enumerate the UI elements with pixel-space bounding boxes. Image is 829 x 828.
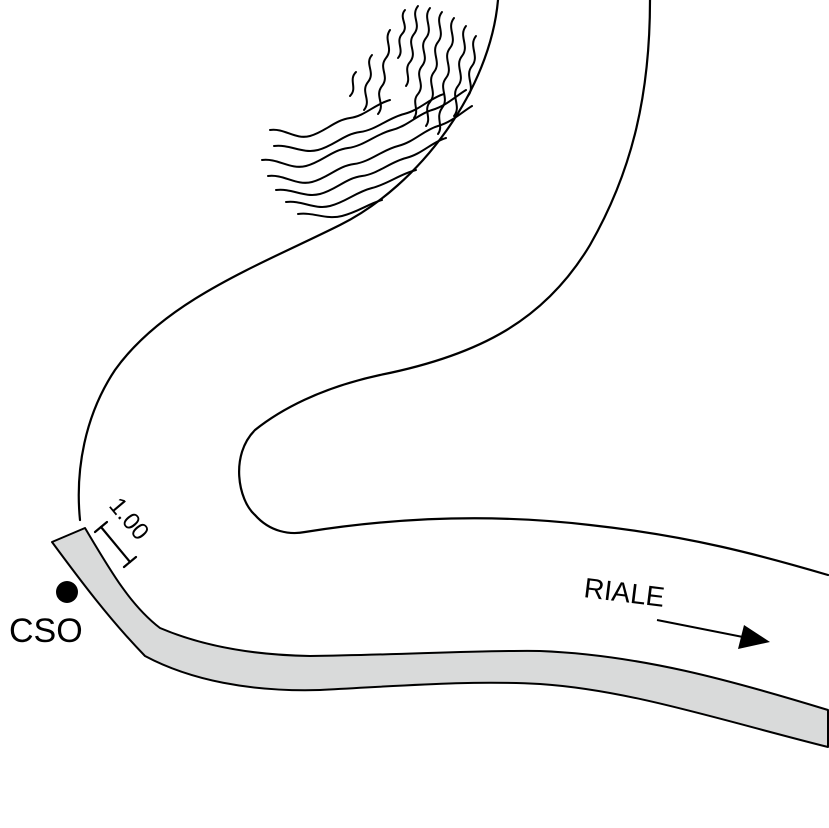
stream-inner-bank [238,0,829,577]
dimension-marker [93,520,138,569]
protected-bank-strip [51,527,829,748]
flow-direction-arrow-icon [656,619,770,649]
stream-label: RIALE [582,572,666,613]
stream-outer-bank [77,0,500,522]
outfall-point-icon [56,581,78,603]
outfall-label: CSO [9,612,83,650]
vegetation-hatch-icon [261,5,477,219]
